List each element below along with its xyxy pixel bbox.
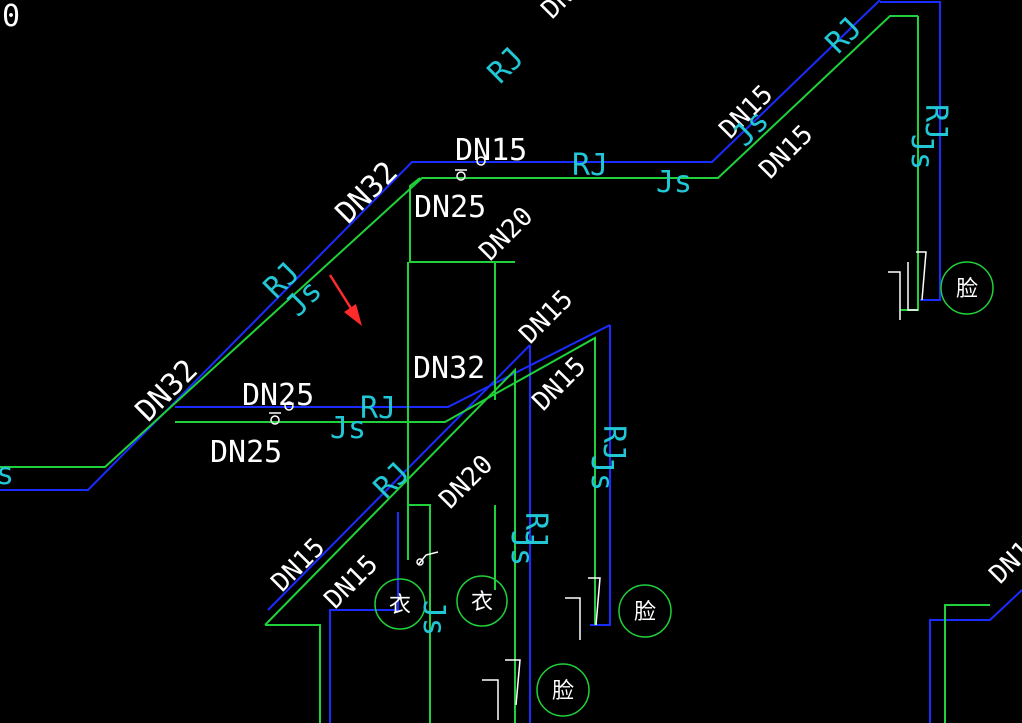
label-rj-lower-diag: RJ: [367, 455, 417, 505]
label-dn15-top-a: DN15: [455, 133, 527, 168]
js-dn20-loop: [409, 177, 515, 263]
label-js-washer-drop: Js: [416, 600, 451, 636]
rj-right-bottom-branch: [929, 589, 1022, 723]
basin-fixture-mid: [618, 584, 672, 638]
label-js-mid: Js: [330, 411, 366, 446]
basin-label-upper-right: 脸: [956, 277, 978, 302]
fixture-stub-icon-mid: [565, 577, 601, 640]
valve-icon-top-b: [476, 156, 486, 166]
label-rj-horizontal: RJ: [572, 148, 608, 183]
label-dn25-mid-b: DN25: [210, 435, 282, 470]
fixture-stub-icon-low: [482, 659, 521, 720]
label-rj-mid: RJ: [360, 391, 396, 426]
fixture-stub-icon-upper-right: [888, 251, 927, 320]
js-middle-branch: [175, 336, 596, 625]
js-lower-drop-b: [408, 504, 431, 723]
js-pipe-network: [0, 15, 990, 723]
washer-fixture-a: [374, 578, 426, 630]
fixture-stub-dot-icon: [416, 558, 424, 566]
label-s-left-edge: s: [0, 457, 14, 492]
js-lower-drop-a: [265, 624, 321, 723]
valve-icon-mid-b: [284, 401, 294, 411]
label-dn15-low-a: DN15: [266, 532, 331, 597]
js-lower-diagonal: [264, 367, 516, 723]
label-dn25-mid-a: DN25: [242, 378, 314, 413]
valve-symbols: [269, 156, 927, 720]
label-rj-riser-right: RJ: [918, 104, 953, 140]
label-dn15-mid-a: DN15: [514, 284, 579, 349]
basin-label-low: 脸: [552, 679, 574, 704]
white-labels: DN32 DN32 DN32 DN15 DN25 DN25 DN25 DN20 …: [2, 0, 1022, 615]
js-main-diagonal: [0, 15, 918, 468]
label-js-riser-mid: Js: [584, 455, 619, 491]
fixture-stub-icon-washer: [417, 551, 439, 566]
washer-fixture-b: [456, 575, 508, 627]
label-dn32-lower: DN32: [129, 353, 205, 429]
label-js-horizontal: Js: [656, 165, 692, 200]
label-dn32-vertical: DN32: [413, 351, 485, 386]
basin-label-mid: 脸: [634, 600, 656, 625]
washer-label-a: 衣: [389, 593, 411, 618]
red-arrow-pointer: [328, 274, 362, 326]
basin-fixture-low: [536, 663, 590, 717]
label-dn25-top: DN25: [414, 190, 486, 225]
rj-upper-right-riser: [880, 1, 941, 301]
label-dn15-right: DN15: [984, 524, 1022, 589]
basin-fixture-upper-right: [940, 261, 994, 315]
washer-label-b: 衣: [471, 590, 493, 615]
valve-icon-mid-a: [270, 415, 280, 425]
valve-icon-top-a: [456, 171, 466, 181]
label-rj-top: RJ: [481, 40, 531, 90]
label-dn-partial-top: DN: [536, 0, 579, 25]
js-right-bottom-branch: [944, 604, 990, 723]
rj-js-labels: RJ RJ Js RJ Js RJ Js RJ Js RJ Js RJ RJ J…: [0, 10, 953, 636]
rj-lower-diagonal: [267, 344, 531, 723]
label-rj-riser-low: RJ: [518, 512, 553, 548]
fixture-glyphs: 脸 衣 衣 脸 脸: [389, 277, 978, 704]
rj-main-diagonal: [0, 0, 881, 491]
label-zero-edge: 0: [2, 0, 20, 34]
label-dn32-upper: DN32: [329, 155, 405, 231]
label-js-riser-right: Js: [904, 134, 939, 170]
label-rj-riser-mid: RJ: [596, 425, 631, 461]
fixtures: [374, 261, 994, 717]
label-js-riser-low: Js: [504, 530, 539, 566]
label-dn20-mid: DN20: [434, 449, 499, 514]
js-dn32-vertical: [407, 262, 496, 560]
